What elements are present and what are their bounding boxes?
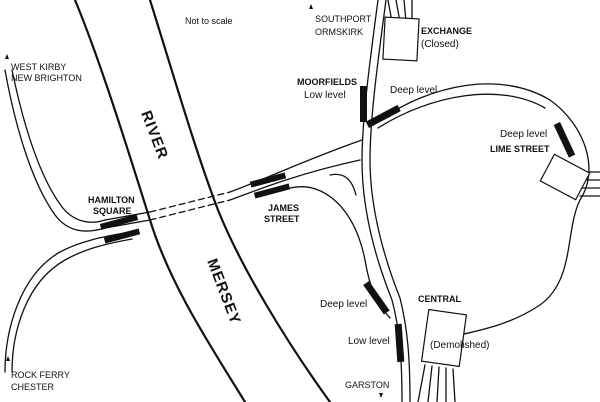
direction-arrow-icon xyxy=(309,4,313,9)
platform-lime-street-deep xyxy=(553,121,576,158)
james-moorfields-1 xyxy=(229,159,361,201)
label-hamilton-square-2: SQUARE xyxy=(93,206,132,216)
label-west-kirby: WEST KIRBY xyxy=(11,62,66,72)
direction-arrow-icon xyxy=(379,393,383,398)
label-chester: CHESTER xyxy=(11,382,55,392)
platform-james-street-2 xyxy=(253,183,291,199)
label-river: RIVER xyxy=(137,108,171,162)
label-moorfields: MOORFIELDS xyxy=(297,77,357,87)
river-bank-east xyxy=(148,0,332,402)
label-moorfields-deep: Deep level xyxy=(390,85,437,96)
label-mersey: MERSEY xyxy=(203,256,244,327)
platform-central-low xyxy=(394,323,405,363)
label-southport: SOUTHPORT xyxy=(315,14,372,24)
label-hamilton-square-1: HAMILTON xyxy=(88,195,135,205)
label-ormskirk: ORMSKIRK xyxy=(315,27,363,37)
label-central-low: Low level xyxy=(348,336,390,347)
platform-central-deep xyxy=(363,280,390,315)
direction-arrow-icon xyxy=(6,356,10,361)
not-to-scale-note: Not to scale xyxy=(185,16,233,26)
central-track-1 xyxy=(417,364,426,402)
label-moorfields-low: Low level xyxy=(304,90,346,101)
lime-street-station-box xyxy=(539,153,591,201)
label-lime-street-deep: Deep level xyxy=(500,129,547,140)
label-central-status: (Demolished) xyxy=(430,340,489,351)
label-central: CENTRAL xyxy=(418,294,461,304)
label-garston: GARSTON xyxy=(345,380,389,390)
label-lime-street: LIME STREET xyxy=(490,144,550,154)
label-exchange: EXCHANGE xyxy=(421,26,472,36)
label-new-brighton: NEW BRIGHTON xyxy=(11,73,82,83)
central-track-5 xyxy=(452,368,456,402)
label-james-street-1: JAMES xyxy=(268,203,299,213)
label-exchange-status: (Closed) xyxy=(421,39,459,50)
james-moorfields-2 xyxy=(229,139,363,193)
central-track-2 xyxy=(427,365,433,402)
west-kirby-line-inner xyxy=(11,69,106,223)
tunnel-1 xyxy=(149,199,231,221)
central-track-3 xyxy=(436,366,440,402)
label-rock-ferry: ROCK FERRY xyxy=(11,370,70,380)
platform-moorfields-deep xyxy=(365,104,401,128)
platform-hamilton-square-1 xyxy=(99,214,139,230)
tunnel-2 xyxy=(149,191,231,213)
northern-line-2 xyxy=(369,0,411,402)
loop-line xyxy=(379,83,590,336)
direction-arrow-icon xyxy=(5,54,9,59)
west-kirby-line-outer xyxy=(4,69,106,232)
label-central-deep: Deep level xyxy=(320,299,367,310)
platform-james-street-1 xyxy=(249,172,287,188)
central-station-box xyxy=(420,308,468,368)
rock-ferry-line-inner xyxy=(11,238,133,373)
james-loop-2 xyxy=(329,173,357,196)
label-james-street-2: STREET xyxy=(264,214,300,224)
rock-ferry-line-outer xyxy=(4,231,131,373)
platform-moorfields-low xyxy=(360,86,367,122)
platform-hamilton-square-2 xyxy=(103,228,141,244)
loop-line-inner xyxy=(377,93,546,129)
hamilton-link-2 xyxy=(104,211,151,221)
exchange-station-box xyxy=(382,16,420,62)
